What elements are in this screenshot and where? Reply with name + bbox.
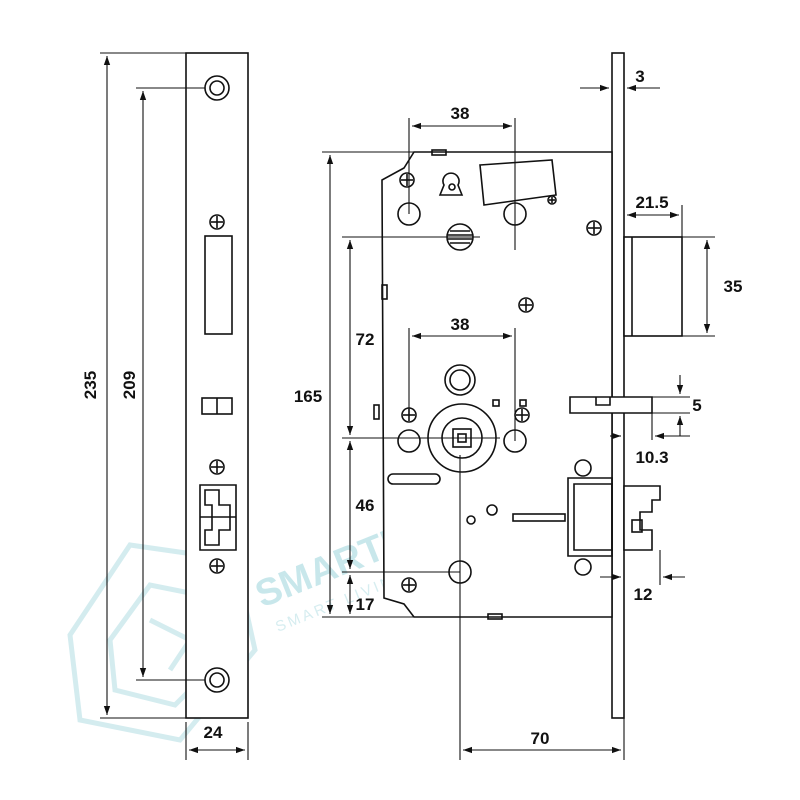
dim-label-5: 5: [692, 396, 701, 415]
small-mark: [492, 399, 500, 407]
dim-label-46: 46: [356, 496, 375, 515]
lock-case-outline: [381, 151, 613, 618]
faceplate-screw-icon: [209, 459, 225, 475]
lock-body-view: [373, 52, 683, 719]
dim-label-21-5: 21.5: [635, 193, 668, 212]
dim-label-165: 165: [294, 387, 322, 406]
dim-label-24: 24: [204, 723, 223, 742]
dim-label-10-3: 10.3: [635, 448, 668, 467]
case-screw-icon: [514, 407, 530, 423]
dim-label-17: 17: [356, 595, 375, 614]
case-screw-icon: [399, 172, 415, 188]
upper-module: [479, 159, 557, 206]
case-screw-icon: [586, 220, 602, 236]
slide-bar: [512, 513, 566, 522]
case-screw-icon: [518, 297, 534, 313]
case-tab: [431, 149, 447, 156]
dim-label-209: 209: [120, 371, 139, 399]
latch-opening: [204, 235, 233, 335]
dim-label-38-mid: 38: [451, 315, 470, 334]
case-tab: [373, 404, 380, 420]
faceplate-outline: [185, 52, 249, 719]
body-dimensions: [322, 84, 715, 760]
front-plate: [611, 52, 625, 719]
faceplate-dimensions: [100, 52, 249, 760]
dim-label-72: 72: [356, 330, 375, 349]
dim-label-38-top: 38: [451, 104, 470, 123]
case-screw-icon: [401, 577, 417, 593]
dim-label-12: 12: [634, 585, 653, 604]
small-mark: [519, 399, 527, 407]
dim-label-35: 35: [724, 277, 743, 296]
dim-label-235: 235: [81, 371, 100, 399]
faceplate-view: [185, 52, 249, 719]
faceplate-screw-icon: [209, 558, 225, 574]
dim-label-3: 3: [635, 67, 644, 86]
hole-left-mid: [397, 429, 421, 453]
case-tab: [381, 284, 388, 300]
latch-bolt: [623, 236, 683, 337]
cam-slot: [438, 172, 464, 196]
case-screw-icon: [547, 195, 557, 205]
dim-label-70: 70: [531, 729, 550, 748]
case-tab: [487, 613, 503, 620]
middle-small-hole: [444, 364, 476, 396]
trigger-bolt: [569, 396, 653, 414]
slot-bar: [387, 473, 441, 485]
faceplate-screw-icon: [209, 214, 225, 230]
deadbolt-assembly: [567, 459, 661, 576]
deadbolt-opening: [199, 484, 237, 551]
